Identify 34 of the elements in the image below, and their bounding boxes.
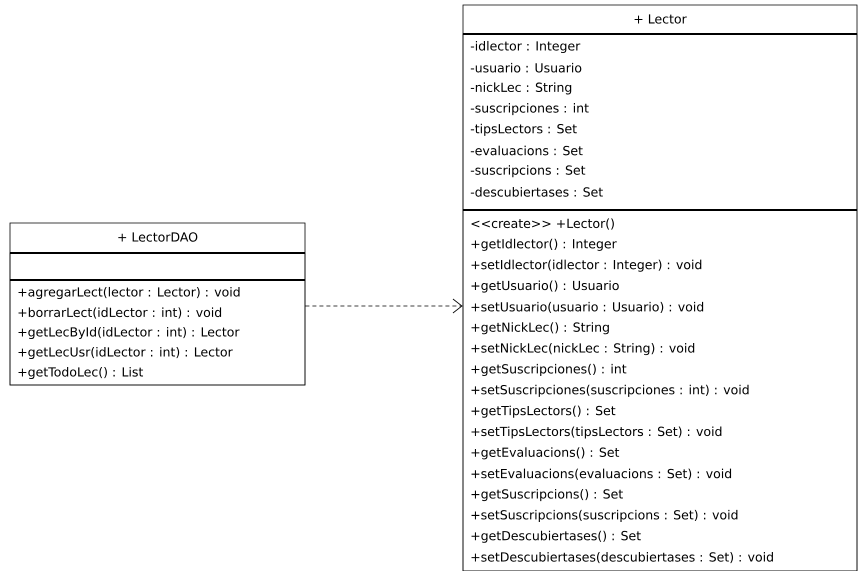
member-text: +setNickLec(nickLec : String) : void <box>472 343 694 356</box>
member-text: -tipsLectors : Set <box>470 124 577 136</box>
member-text: -suscripcions : Set <box>470 165 586 178</box>
member-text: +setDescubiertases(descubiertases : Set) : void <box>472 552 773 564</box>
member-text: <<create>> +Lector() <box>472 218 614 230</box>
dependency-arrow <box>305 298 463 314</box>
member-text: +getDescubiertases() : Set <box>472 530 641 543</box>
member-text: +getUsuario() : Usuario <box>472 280 619 293</box>
class-name: + LectorDAO <box>118 232 198 242</box>
member-text: +getTodoLec() : List <box>18 366 144 380</box>
member-text: +getEvaluacions() : Set <box>472 447 620 460</box>
member-text: +getIdlector() : Integer <box>472 238 617 251</box>
member-text: +getNickLec() : String <box>472 322 609 334</box>
member-text: -nickLec : String <box>470 82 572 94</box>
member-text: +setIdlector(idlector : Integer) : void <box>472 260 702 272</box>
member-text: +getTipsLectors() : Set <box>472 406 616 418</box>
member-text: -idlector : Integer <box>470 40 580 54</box>
member-text: -descubiertases : Set <box>470 187 603 197</box>
member-text: +getLecById(idLector : int) : Lector <box>18 326 240 340</box>
member-text: +setSuscripciones(suscripciones : int) : void <box>472 384 749 397</box>
member-text: -evaluacions : Set <box>470 146 583 156</box>
class-name: + Lector <box>634 14 687 24</box>
member-text: -suscripciones : int <box>470 103 589 116</box>
member-text: +getSuscripciones() : int <box>472 364 626 376</box>
empty-compartment <box>10 252 306 280</box>
member-text: +agregarLect(lector : Lector) : void <box>18 286 240 300</box>
member-text: +setSuscripcions(suscripcions : Set) : void <box>472 510 738 522</box>
member-text: +borrarLect(idLector : int) : void <box>18 307 222 319</box>
member-text: +getLecUsr(idLector : int) : Lector <box>18 346 233 360</box>
member-text: +setEvaluacions(evaluacions : Set) : void <box>472 468 732 480</box>
member-text: +setUsuario(usuario : Usuario) : void <box>472 302 704 313</box>
member-text: +getSuscripcions() : Set <box>472 489 623 502</box>
member-text: -usuario : Usuario <box>470 62 582 73</box>
member-text: +setTipsLectors(tipsLectors : Set) : void <box>472 426 722 439</box>
